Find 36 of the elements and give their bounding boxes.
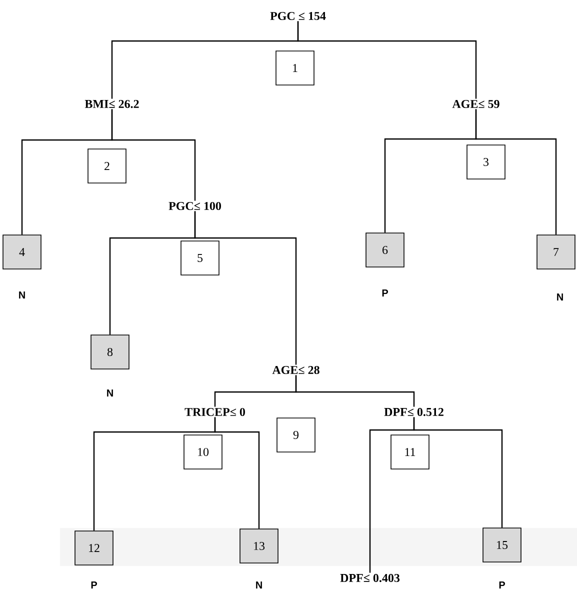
split-condition: DPF≤ 0.512	[384, 408, 444, 416]
tree-branch	[475, 109, 557, 235]
class-label: P	[499, 582, 505, 588]
split-condition: TRICEP≤ 0	[184, 408, 245, 416]
node-box: 2	[88, 148, 126, 184]
node-box: 1	[276, 50, 314, 86]
class-label: N	[557, 294, 563, 300]
node-box: 9	[276, 418, 316, 452]
tree-branch	[111, 109, 196, 201]
leaf-box: 7	[536, 234, 576, 270]
class-label: N	[256, 582, 262, 588]
class-label: N	[107, 390, 113, 396]
node-box: 5	[180, 240, 220, 276]
split-condition: AGE≤ 59	[452, 100, 500, 108]
leaf-box: 15	[482, 528, 522, 562]
class-label: N	[19, 292, 25, 298]
node-box: 3	[466, 144, 506, 180]
leaf-box: 8	[90, 334, 130, 370]
tree-branch	[297, 21, 477, 99]
tree-branch	[214, 417, 260, 529]
class-label: P	[91, 582, 97, 588]
node-box: 10	[184, 434, 222, 470]
split-condition: PGC ≤ 154	[270, 12, 326, 20]
leaf-box: 12	[74, 530, 114, 566]
tree-branch	[194, 211, 297, 365]
split-condition: PGC≤ 100	[168, 202, 221, 210]
class-label: P	[382, 290, 388, 296]
split-condition: BMI≤ 26.2	[84, 100, 139, 108]
split-condition: DPF≤ 0.403	[340, 574, 400, 582]
leaf-box: 13	[240, 528, 278, 564]
leaf-box: 4	[2, 234, 42, 270]
leaf-box: 6	[366, 232, 404, 268]
node-box: 11	[390, 434, 430, 470]
tree-branch	[413, 417, 503, 528]
tree-branch	[295, 375, 415, 407]
split-condition: AGE≤ 28	[272, 366, 320, 374]
